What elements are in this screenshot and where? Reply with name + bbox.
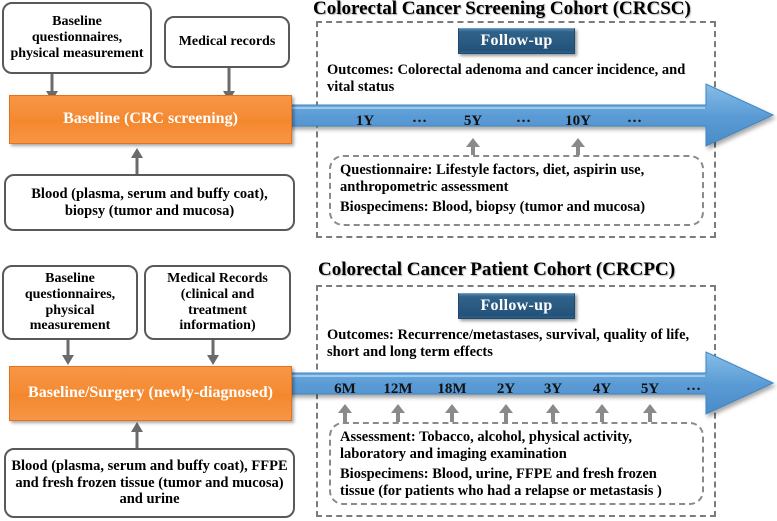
- crcsc-input-medical-records: Medical records: [164, 16, 290, 68]
- crcpc-tick-marker-arrow: [546, 404, 560, 423]
- crcsc-tick-label: 10Y: [565, 113, 591, 129]
- crcpc-tick-marker-arrow: [643, 404, 657, 423]
- connector-arrow-down: [207, 340, 219, 365]
- crcpc-baseline-bar: Baseline/Surgery (newly-diagnosed): [9, 366, 292, 421]
- crcsc-detail-box: Questionnaire: Lifestyle factors, diet, …: [329, 155, 704, 226]
- crcpc-tick-marker-arrow: [499, 404, 513, 423]
- crcsc-followup-button[interactable]: Follow-up: [458, 28, 575, 54]
- crcsc-tick-label: …: [516, 110, 532, 126]
- crcsc-detail-line: Biospecimens: Blood, biopsy (tumor and m…: [340, 198, 646, 215]
- crcpc-tick-label: 6M: [334, 381, 356, 397]
- crcsc-detail-line: Questionnaire: Lifestyle factors, diet, …: [340, 162, 645, 195]
- crcpc-tick-marker-arrow: [595, 404, 609, 423]
- crcsc-tick-label: 1Y: [355, 113, 375, 129]
- crcsc-biospecimen-box: Blood (plasma, serum and buffy coat), bi…: [4, 174, 295, 231]
- crcpc-tick-marker-arrow: [391, 404, 405, 423]
- connector-arrow-up: [131, 148, 143, 174]
- crcpc-tick-label: 2Y: [496, 381, 516, 397]
- crcpc-tick-marker-arrow: [338, 404, 352, 423]
- crcpc-biospecimen-box: Blood (plasma, serum and buffy coat), FF…: [4, 448, 295, 518]
- crcsc-tick-label: 5Y: [463, 113, 483, 129]
- crcpc-input-medical-records: Medical Records (clinical and treatment …: [144, 265, 291, 340]
- crcsc-tick-label: …: [412, 110, 428, 126]
- crcpc-followup-button[interactable]: Follow-up: [458, 293, 575, 319]
- crcsc-outcomes-text: Outcomes: Colorectal adenoma and cancer …: [327, 62, 686, 96]
- crcpc-tick-label: 12M: [383, 381, 413, 397]
- connector-arrow-down: [62, 340, 74, 365]
- crcpc-tick-label: 4Y: [592, 381, 612, 397]
- crcsc-timeline-arrow: [283, 82, 775, 148]
- crcpc-detail-line: Assessment: Tobacco, alcohol, physical a…: [340, 429, 633, 462]
- crcpc-tick-label: 18M: [437, 381, 467, 397]
- crcsc-input-baseline-questionnaires: Baseline questionnaires, physical measur…: [2, 2, 152, 74]
- crcpc-detail-line: Biospecimens: Blood, urine, FFPE and fre…: [340, 465, 662, 499]
- crcsc-tick-label: …: [627, 110, 643, 126]
- crcpc-tick-marker-arrow: [445, 404, 459, 423]
- crcsc-title: Colorectal Cancer Screening Cohort (CRCS…: [313, 0, 691, 19]
- crcpc-tick-label: 5Y: [640, 381, 660, 397]
- crcpc-tick-label: 3Y: [543, 381, 563, 397]
- crcpc-timeline-arrow: [283, 350, 775, 416]
- crcpc-detail-box: Assessment: Tobacco, alcohol, physical a…: [329, 422, 704, 505]
- crcpc-input-baseline-questionnaires: Baseline questionnaires, physical measur…: [2, 265, 138, 340]
- crcpc-title: Colorectal Cancer Patient Cohort (CRCPC): [318, 259, 676, 280]
- crcpc-outcomes-text: Outcomes: Recurrence/metastases, surviva…: [327, 327, 690, 361]
- connector-arrow-up: [131, 422, 143, 448]
- crcsc-baseline-bar: Baseline (CRC screening): [9, 95, 292, 144]
- crcpc-tick-label: …: [686, 378, 702, 394]
